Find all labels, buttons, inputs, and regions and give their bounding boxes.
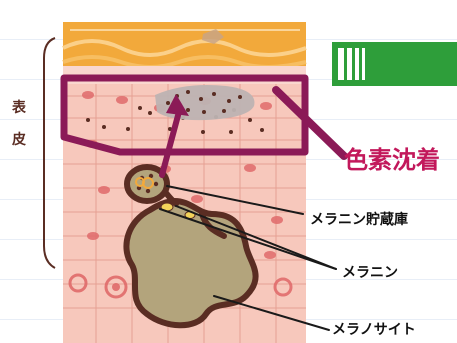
callout-lines [159,185,337,331]
epidermis-bracket [43,37,56,269]
melanin-label: メラニン [342,265,398,281]
melanin-storage-label: メラニン貯蔵庫 [310,212,408,228]
epidermis-label-char-1: 表 [12,100,26,116]
pigmentation-highlight [60,74,348,178]
epidermis-label-char-2: 皮 [12,132,26,148]
pigmentation-title: 色素沈着 [344,146,440,174]
melanocyte-shape [123,164,259,329]
green-bars-icon [332,42,457,86]
melanocyte-label: メラノサイト [332,322,416,338]
